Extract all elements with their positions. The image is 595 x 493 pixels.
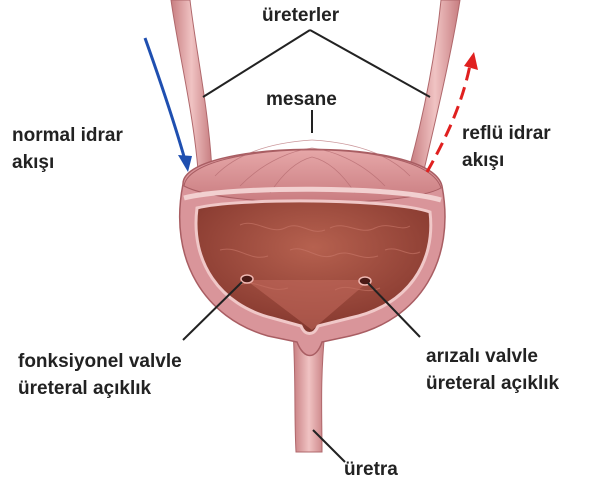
reflux-flow-label-line2: akışı <box>462 147 551 174</box>
left-ureter <box>171 0 212 172</box>
bladder-label-text: mesane <box>266 86 337 113</box>
normal-flow-label-line2: akışı <box>12 149 123 176</box>
faulty-valve-label-line2: üreteral açıklık <box>426 370 559 397</box>
ureters-label-text: üreterler <box>262 2 339 29</box>
urethra-label-text: üretra <box>344 456 398 483</box>
reflux-flow-label: reflü idrar akışı <box>462 120 551 174</box>
functional-valve-label-line1: fonksiyonel valvle <box>18 348 182 375</box>
normal-flow-label-line1: normal idrar <box>12 122 123 149</box>
faulty-valve-label-line1: arızalı valvle <box>426 343 559 370</box>
urethra-label: üretra <box>344 456 398 483</box>
faulty-valve-label: arızalı valvle üreteral açıklık <box>426 343 559 397</box>
functional-valve-label: fonksiyonel valvle üreteral açıklık <box>18 348 182 402</box>
functional-valve-label-line2: üreteral açıklık <box>18 375 182 402</box>
right-ureter <box>410 0 460 170</box>
reflux-flow-label-line1: reflü idrar <box>462 120 551 147</box>
normal-flow-label: normal idrar akışı <box>12 122 123 176</box>
ureters-label: üreterler <box>262 2 339 29</box>
functional-ureteral-orifice <box>241 275 253 283</box>
bladder-label: mesane <box>266 86 337 113</box>
